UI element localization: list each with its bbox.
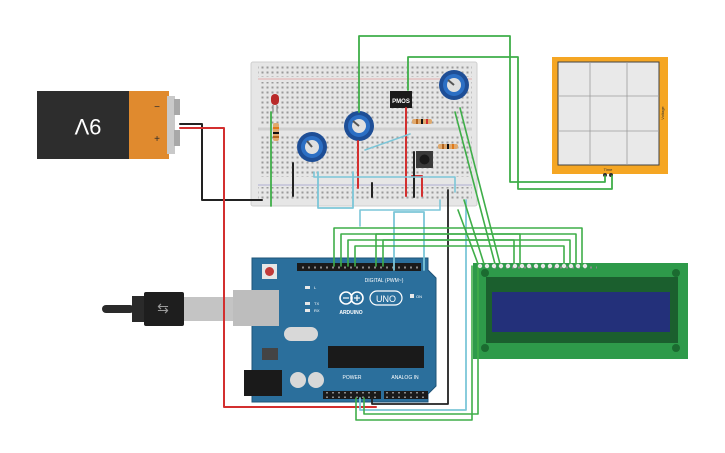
- breadboard-lower-terminals: [260, 135, 472, 177]
- rx-label: RX: [314, 308, 320, 313]
- wire-scope-ground[interactable]: [407, 56, 613, 190]
- oscilloscope-x-label: Time: [604, 167, 614, 172]
- arduino-power-jack: [244, 370, 282, 396]
- arduino-model-text: UNO: [376, 294, 396, 304]
- oscilloscope-y-label: Voltage: [660, 106, 665, 120]
- battery-cap: [167, 96, 175, 154]
- wires: [179, 35, 613, 421]
- oscilloscope-probe-a[interactable]: [603, 173, 607, 177]
- battery-9v[interactable]: 9V − +: [37, 91, 180, 159]
- reset-button[interactable]: [265, 267, 274, 276]
- usb-cable-strain-relief: [102, 305, 134, 313]
- lcd-pin-header[interactable]: [493, 264, 597, 270]
- arduino-usb-port: [233, 290, 279, 326]
- resistor-lower[interactable]: [438, 144, 458, 149]
- arduino-logo-text: ARDUINO: [339, 310, 362, 316]
- wire-battery-negative[interactable]: [179, 123, 263, 201]
- potentiometer-middle[interactable]: [344, 111, 374, 141]
- analog-label: ANALOG IN: [391, 375, 419, 381]
- capacitor-right: [308, 372, 324, 388]
- l-label: L: [314, 285, 317, 290]
- usb-plug-body: [144, 292, 184, 326]
- wire-scope-probe[interactable]: [358, 35, 606, 183]
- battery-terminal-positive[interactable]: [174, 130, 180, 146]
- oscilloscope-screen: [557, 61, 660, 166]
- led-l-indicator: [305, 286, 310, 289]
- battery-minus-label: −: [154, 102, 160, 113]
- led-on-indicator: [410, 294, 414, 298]
- power-label: POWER: [343, 375, 362, 381]
- battery-terminal-negative[interactable]: [174, 99, 180, 115]
- wire-cyan-power[interactable]: [359, 199, 467, 411]
- potentiometer-left[interactable]: [297, 132, 327, 162]
- lcd-pins: [477, 263, 588, 269]
- on-label: ON: [416, 294, 422, 299]
- lcd-screen: [492, 292, 670, 332]
- led-rx-indicator: [305, 309, 310, 312]
- voltage-regulator: [262, 348, 278, 360]
- atmega-chip: [328, 346, 424, 368]
- capacitor-left: [290, 372, 306, 388]
- wire-ground-arduino[interactable]: [371, 189, 449, 405]
- wire-battery-positive[interactable]: [179, 127, 377, 408]
- oscilloscope[interactable]: Voltage Time: [552, 57, 668, 177]
- breadboard-top-rail: [258, 66, 472, 77]
- usb-icon: ⇆: [157, 300, 169, 316]
- resistor-led[interactable]: [273, 123, 279, 141]
- usb-cable[interactable]: ⇆: [102, 292, 234, 326]
- digital-header-label: DIGITAL (PWM~): [365, 278, 404, 284]
- led-tx-indicator: [305, 302, 310, 305]
- battery-label: 9V: [74, 114, 101, 139]
- potentiometer-right[interactable]: [439, 70, 469, 100]
- tx-label: TX: [314, 301, 319, 306]
- resistor-upper[interactable]: [412, 119, 432, 124]
- crystal-oscillator: [284, 327, 318, 341]
- usb-plug-metal: [184, 297, 234, 321]
- battery-label-band: [129, 91, 169, 159]
- push-button[interactable]: [416, 151, 433, 168]
- lcd-16x2[interactable]: [473, 263, 688, 359]
- pmos-label: PMOS: [392, 99, 410, 105]
- led-red[interactable]: [271, 94, 279, 112]
- breadboard-bottom-rail: [258, 187, 472, 200]
- arduino-uno[interactable]: DIGITAL (PWM~) UNO ARDUINO L TX RX ON PO…: [233, 257, 437, 403]
- arduino-logo-icon: [339, 291, 364, 305]
- battery-plus-label: +: [154, 134, 160, 145]
- pmos-transistor[interactable]: PMOS: [390, 91, 412, 108]
